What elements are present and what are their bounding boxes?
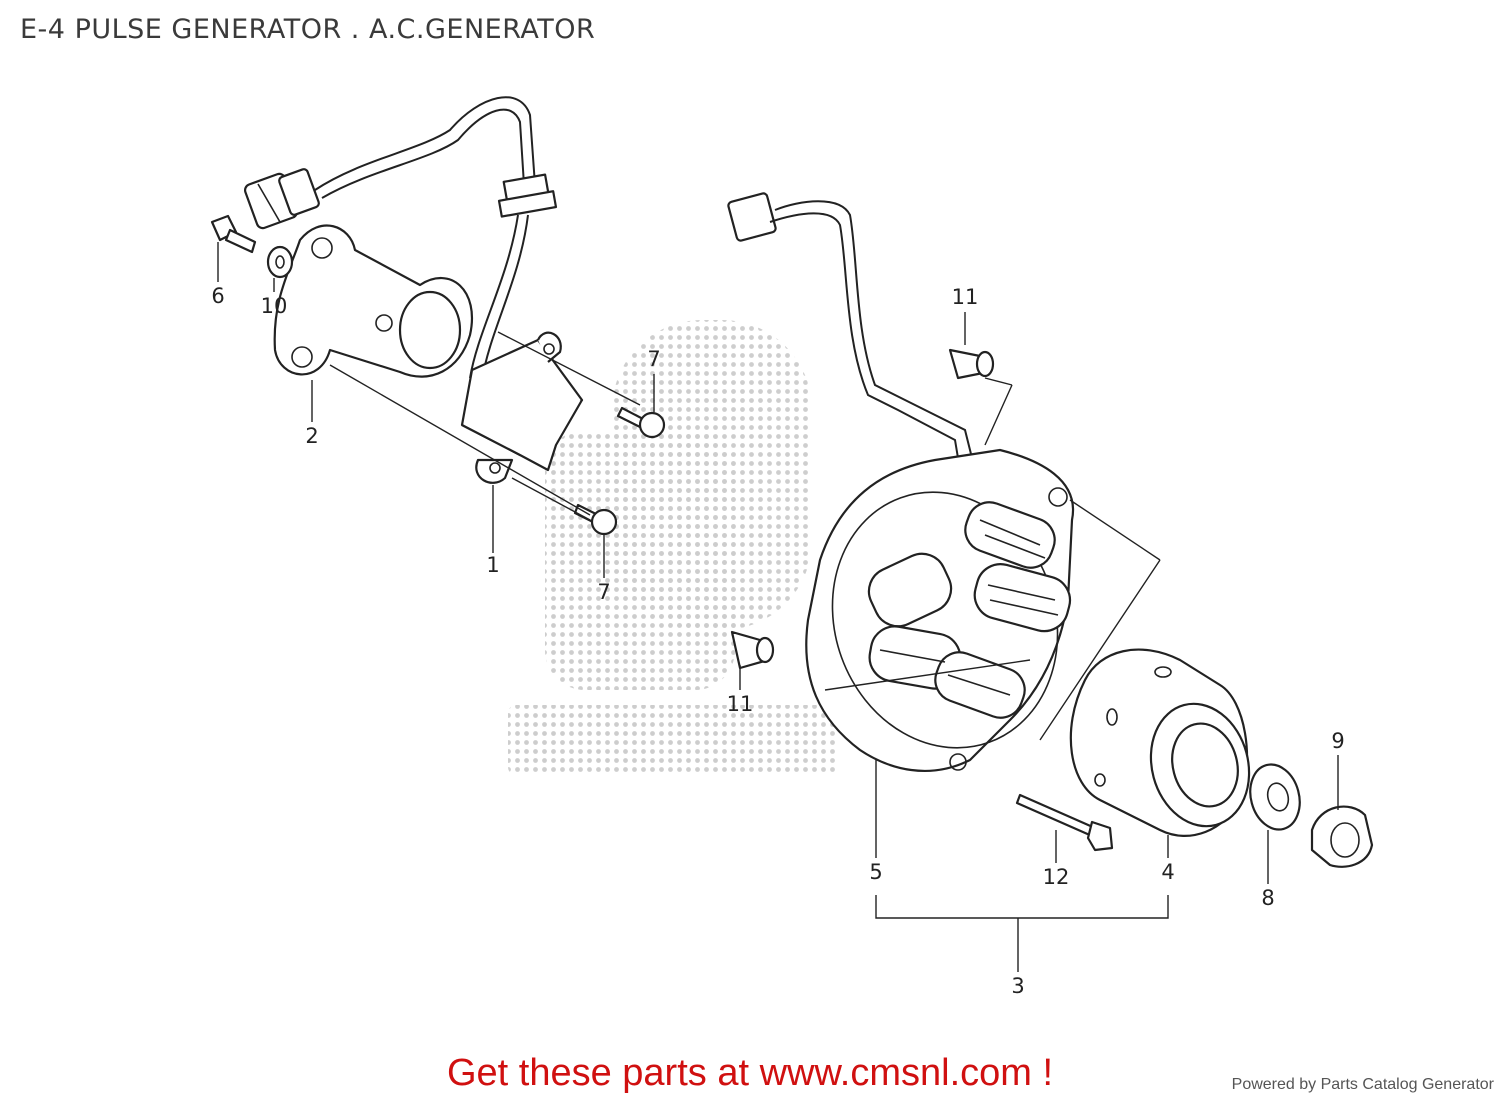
assembly-guide-lines — [329, 331, 1161, 741]
diagram-title: E-4 PULSE GENERATOR . A.C.GENERATOR — [20, 14, 596, 45]
callout-2: 2 — [305, 424, 318, 448]
callout-6: 6 — [211, 284, 224, 308]
callout-11-lower: 11 — [727, 692, 754, 716]
callout-12: 12 — [1043, 865, 1070, 889]
callout-7-upper: 7 — [647, 347, 660, 371]
nut-part-9 — [1310, 805, 1374, 868]
bolt-part-12 — [1015, 793, 1114, 852]
callout-4: 4 — [1161, 860, 1174, 884]
callout-leaders — [217, 242, 1339, 972]
callout-3: 3 — [1011, 974, 1024, 998]
bolt-part-6 — [210, 214, 257, 254]
screw-part-7-upper — [616, 406, 666, 439]
callout-8: 8 — [1261, 886, 1274, 910]
shop-link-banner[interactable]: Get these parts at www.cmsnl.com ! — [446, 1052, 1054, 1094]
pulse-generator-base-part-2 — [273, 224, 473, 378]
callout-9: 9 — [1331, 729, 1344, 753]
powered-by-credit: Powered by Parts Catalog Generator — [1231, 1076, 1494, 1093]
watermark-logo — [508, 320, 838, 775]
washer-part-10 — [266, 245, 294, 279]
callout-7-lower: 7 — [597, 580, 610, 604]
callout-1: 1 — [486, 553, 499, 577]
dowel-pin-part-11-upper — [948, 348, 995, 380]
callout-labels: 1 2 3 4 5 6 7 7 8 9 10 11 11 12 — [211, 284, 1344, 998]
callout-11-upper: 11 — [952, 285, 979, 309]
callout-5: 5 — [869, 860, 882, 884]
washer-part-8 — [1249, 763, 1301, 831]
pulse-generator-part-1 — [460, 331, 584, 484]
stator-part-5 — [805, 448, 1075, 772]
callout-10: 10 — [261, 294, 288, 318]
pulse-generator-wire — [243, 96, 558, 381]
dowel-pin-part-11-lower — [730, 630, 775, 670]
stator-coils — [867, 501, 1072, 719]
flywheel-rotor-part-4 — [1069, 648, 1251, 837]
